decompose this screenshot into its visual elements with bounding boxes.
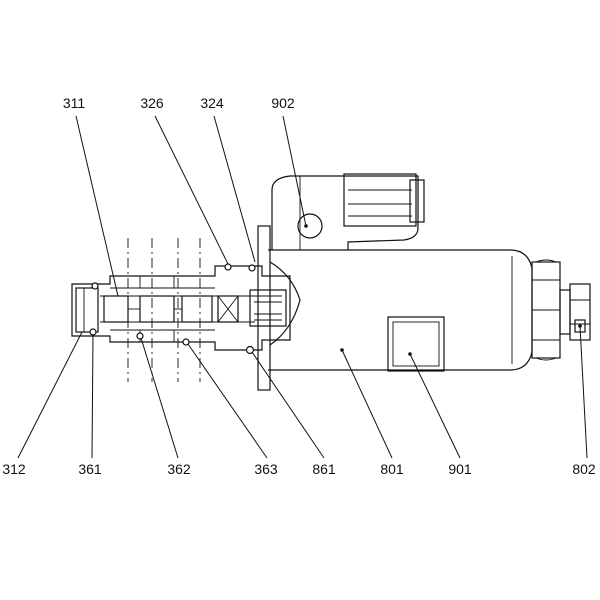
label-902: 902 bbox=[271, 95, 295, 111]
label-802: 802 bbox=[572, 461, 596, 477]
o-rings bbox=[89, 263, 256, 355]
label-362: 362 bbox=[167, 461, 191, 477]
spool-cartridge bbox=[71, 238, 291, 382]
callout-labels: 311 326 324 902 312 361 362 363 861 801 … bbox=[2, 95, 596, 477]
connector-housing bbox=[271, 173, 425, 250]
label-861: 861 bbox=[312, 461, 336, 477]
solenoid-body bbox=[257, 225, 533, 391]
label-801: 801 bbox=[380, 461, 404, 477]
plug-902 bbox=[297, 213, 323, 239]
o-ring-363 bbox=[182, 338, 190, 346]
hex-nut bbox=[531, 259, 561, 361]
label-324: 324 bbox=[200, 95, 224, 111]
o-ring-362 bbox=[136, 332, 144, 340]
leader-dots bbox=[304, 224, 582, 356]
nameplate-901 bbox=[387, 316, 445, 372]
o-ring-861 bbox=[245, 345, 255, 355]
end-fitting-802 bbox=[559, 283, 591, 341]
label-361: 361 bbox=[78, 461, 102, 477]
label-311: 311 bbox=[63, 95, 86, 111]
label-363: 363 bbox=[254, 461, 278, 477]
label-312: 312 bbox=[2, 461, 26, 477]
label-901: 901 bbox=[448, 461, 472, 477]
leader-lines bbox=[17, 115, 588, 459]
label-326: 326 bbox=[140, 95, 164, 111]
